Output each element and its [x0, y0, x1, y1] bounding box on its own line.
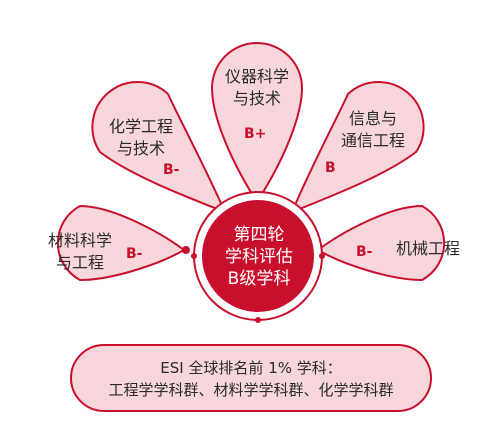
center-line2: 学科评估: [225, 247, 293, 267]
petal-label-line1: 材料科学: [47, 231, 112, 250]
petal-shape-mechanical: [316, 204, 446, 282]
petal-label-materials: 材料科学 与工程: [40, 230, 120, 274]
petal-shape-chem-eng: [91, 81, 227, 214]
grade-instrument: B+: [244, 126, 267, 142]
petal-label-line1: 信息与: [348, 109, 397, 128]
center-line1: 第四轮: [233, 225, 285, 245]
petal-label-instrument: 仪器科学 与技术: [212, 66, 302, 110]
petal-label-line1: 机械工程: [395, 239, 460, 258]
petal-shape-instrument: [210, 42, 304, 204]
grade-chem-eng: B-: [163, 162, 180, 178]
hub-dot-left: [191, 253, 197, 259]
petal-shape-materials: [56, 204, 186, 282]
petal-shape-ict: [290, 81, 425, 214]
petal-label-ict: 信息与 通信工程: [330, 108, 416, 152]
esi-line2: 工程学学科群、材料学学科群、化学学科群: [108, 381, 394, 399]
petal-label-line2: 与工程: [55, 253, 104, 272]
petal-label-mechanical: 机械工程: [390, 238, 466, 260]
grade-ict: B: [325, 160, 336, 176]
hub-dot-bottom: [255, 317, 261, 323]
petal-label-line2: 与技术: [116, 139, 165, 158]
petal-label-line1: 化学工程: [108, 117, 173, 136]
center-line3: B级学科: [227, 269, 291, 289]
petal-label-line1: 仪器科学: [224, 67, 289, 86]
grade-materials: B-: [126, 246, 143, 262]
petal-label-line2: 与技术: [232, 89, 281, 108]
esi-ranking-box: ESI 全球排名前 1% 学科： 工程学学科群、材料学学科群、化学学科群: [70, 344, 432, 412]
petal-label-chem-eng: 化学工程 与技术: [96, 116, 186, 160]
petal-label-line2: 通信工程: [340, 131, 405, 150]
center-hub: [202, 200, 314, 312]
hub-dot-right: [319, 253, 325, 259]
esi-line1: ESI 全球排名前 1% 学科：: [160, 359, 342, 377]
grade-mechanical: B-: [356, 244, 373, 260]
center-title: 第四轮 学科评估 B级学科: [200, 224, 318, 290]
tip-dot-materials: [182, 246, 190, 254]
